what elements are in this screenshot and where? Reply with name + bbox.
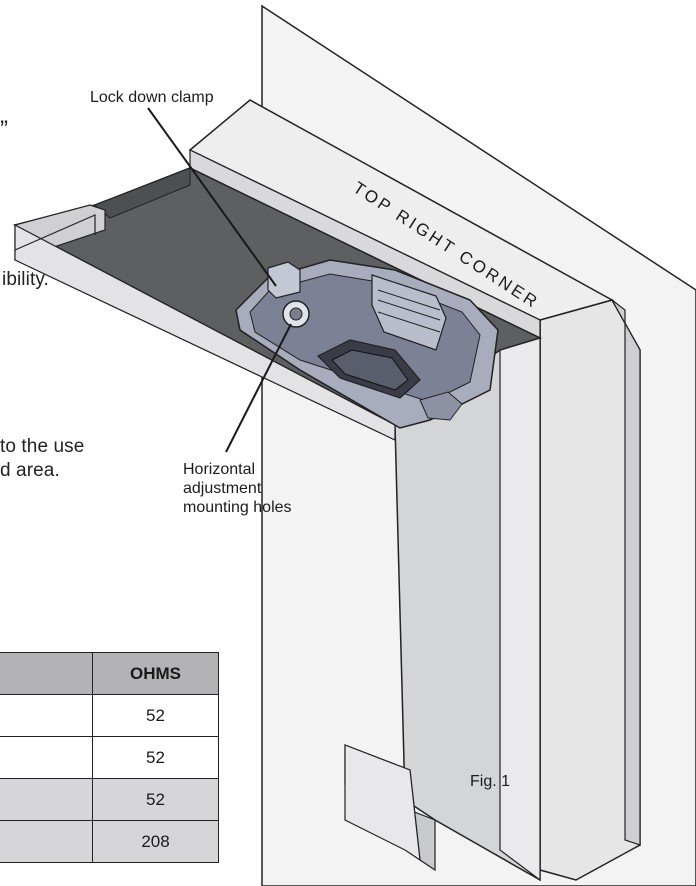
left-return-lip <box>14 214 96 251</box>
table-cell <box>0 820 93 863</box>
clamp-block <box>267 261 301 299</box>
ohms-value: 208 <box>92 820 219 863</box>
table-row: 208 <box>0 820 219 863</box>
text-fragment-d-area: d area. <box>0 460 60 481</box>
text-fragment-to-the-use: to the use <box>0 436 85 457</box>
table-header-row: OHMS <box>0 652 219 695</box>
horizontal-adjustment-line-1: Horizontal <box>183 461 256 478</box>
frame-right-edge <box>611 299 641 846</box>
ohms-column-header: OHMS <box>92 652 219 695</box>
left-return-front <box>14 224 396 441</box>
ohms-value: 52 <box>92 694 219 737</box>
horizontal-adjustment-line-3: mounting holes <box>183 499 292 516</box>
table-row: 52 <box>0 736 219 779</box>
quote-fragment: ” <box>0 116 9 143</box>
table-cell <box>0 736 93 779</box>
horizontal-holes-leader <box>225 323 292 453</box>
ohms-value: 52 <box>92 778 219 821</box>
table-cell <box>0 652 93 695</box>
table-row: 52 <box>0 694 219 737</box>
horizontal-adjustment-line-2: adjustment <box>183 480 262 497</box>
jamb-inner-face <box>499 318 541 882</box>
text-fragment-ibility: ibility. <box>2 269 49 290</box>
table-cell <box>0 694 93 737</box>
table-row: 52 <box>0 778 219 821</box>
horizontal-adjustment-label: Horizontal adjustment mounting holes <box>183 460 292 517</box>
ohms-value: 52 <box>92 736 219 779</box>
lock-device <box>235 259 499 429</box>
table-cell <box>0 778 93 821</box>
figure-label: Fig. 1 <box>470 773 511 790</box>
lock-clamp-leader <box>147 107 277 287</box>
lock-down-clamp-label: Lock down clamp <box>90 89 214 106</box>
jamb-lower-lip <box>344 744 421 862</box>
ohms-table: OHMS 52 52 52 208 <box>0 652 219 863</box>
